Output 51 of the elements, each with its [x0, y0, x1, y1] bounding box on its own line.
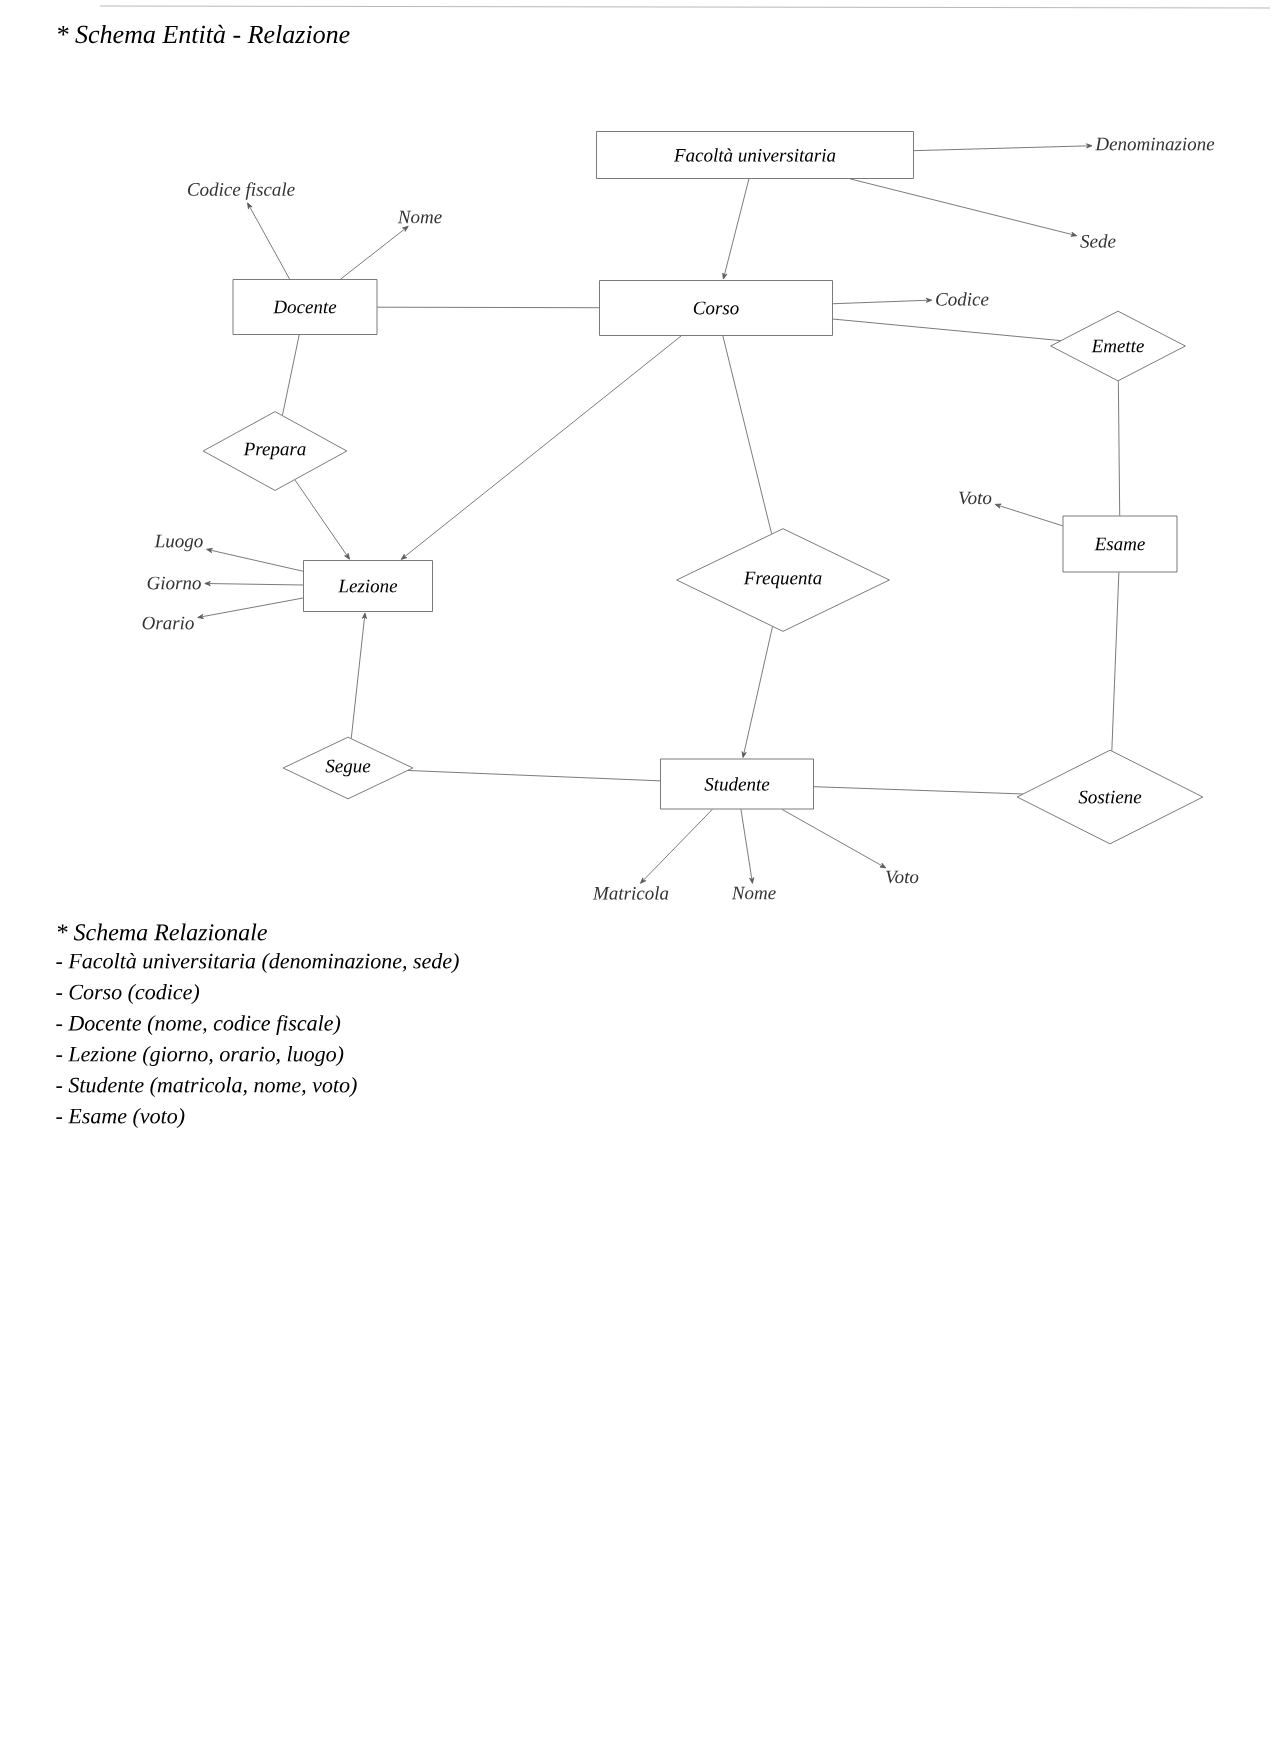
arrow [781, 809, 887, 869]
arrow [340, 225, 409, 280]
connector-line [377, 306, 600, 309]
entity-box: Studente [660, 758, 814, 810]
arrow [994, 503, 1063, 527]
entity-box: Esame [1062, 515, 1178, 573]
connector-line [407, 770, 661, 782]
schema-text: - Facoltà universitaria (denominazione, sede) [56, 953, 459, 973]
connector-line [722, 335, 772, 535]
arrow [294, 479, 350, 560]
attribute-label: Denominazione [1095, 137, 1215, 151]
attribute-label: Codice fiscale [187, 182, 295, 200]
entity-box: Docente [232, 279, 378, 335]
arrow [722, 178, 750, 280]
attribute-label: Luogo [154, 534, 203, 552]
schema-text: - Studente (matricola, nome, voto) [56, 1077, 357, 1097]
connector-line [813, 786, 1023, 795]
connector-line [1111, 572, 1120, 751]
schema-text: - Corso (codice) [56, 984, 200, 1004]
attribute-label: Matricola [592, 886, 669, 900]
arrow [247, 202, 290, 280]
arrow [400, 335, 682, 560]
entity-box: Corso [599, 280, 833, 336]
attribute-label: Orario [142, 616, 194, 630]
attribute-label: Codice [936, 292, 989, 306]
schema-text: * Schema Relazionale [57, 923, 267, 941]
arrow [832, 297, 933, 305]
entity-box: Facoltà universitaria [596, 131, 914, 179]
connector-line [832, 318, 1061, 341]
entity-box: Lezione [303, 560, 433, 612]
attribute-label: Sede [1080, 234, 1116, 248]
heading: * Schema Entità - Relazione [58, 24, 350, 44]
attribute-label: Nome [731, 886, 776, 900]
connector-line [282, 334, 300, 416]
arrow [740, 809, 755, 884]
arrow [640, 809, 713, 884]
arrow [741, 626, 773, 758]
arrow [913, 143, 1093, 152]
arrow [849, 178, 1078, 237]
arrow [350, 612, 367, 739]
attribute-label: Voto [886, 870, 919, 884]
schema-text: - Lezione (giorno, orario, luogo) [56, 1046, 344, 1066]
schema-text: - Esame (voto) [56, 1108, 185, 1128]
attribute-label: Nome [397, 210, 442, 224]
arrow [204, 581, 304, 587]
arrow [206, 548, 304, 572]
attribute-label: Giorno [147, 576, 201, 590]
schema-text: - Docente (nome, codice fiscale) [56, 1014, 341, 1036]
connector-line [1117, 380, 1121, 516]
arrow [197, 597, 304, 619]
attribute-label: Voto [959, 491, 992, 505]
